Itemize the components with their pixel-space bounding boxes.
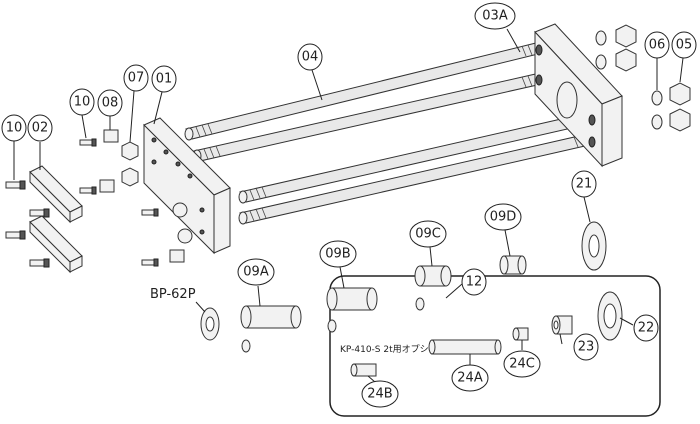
callout-21: 21 bbox=[571, 170, 597, 198]
callout-09c: 09C bbox=[409, 220, 447, 248]
svg-text:23: 23 bbox=[578, 340, 595, 355]
callout-24b: 24B bbox=[361, 380, 399, 408]
callout-09a: 09A bbox=[237, 258, 275, 286]
cylinder-09c bbox=[414, 265, 452, 311]
svg-text:09C: 09C bbox=[415, 227, 441, 242]
callout-03a: 03A bbox=[474, 2, 516, 30]
callout-10-left: 10 bbox=[1, 114, 27, 142]
tie-rod-3 bbox=[238, 111, 599, 204]
svg-text:22: 22 bbox=[638, 321, 655, 336]
part-22 bbox=[597, 291, 623, 341]
callout-24a: 24A bbox=[451, 364, 489, 392]
callout-22: 22 bbox=[633, 314, 659, 342]
part-23 bbox=[551, 315, 573, 335]
callout-08: 08 bbox=[97, 89, 123, 117]
svg-text:10: 10 bbox=[6, 121, 23, 136]
cylinder-09d bbox=[499, 255, 527, 275]
svg-text:04: 04 bbox=[302, 50, 319, 65]
ring-21 bbox=[581, 221, 607, 271]
spacers-08 bbox=[99, 129, 185, 263]
svg-text:01: 01 bbox=[156, 72, 173, 87]
callout-07: 07 bbox=[123, 64, 149, 92]
tie-rods bbox=[184, 41, 599, 225]
bar-02-lower bbox=[29, 215, 83, 274]
svg-text:10: 10 bbox=[74, 95, 91, 110]
callout-12: 12 bbox=[461, 268, 487, 296]
callout-09d: 09D bbox=[484, 203, 522, 231]
svg-text:07: 07 bbox=[128, 71, 145, 86]
callout-10-center: 10 bbox=[69, 88, 95, 116]
svg-text:24A: 24A bbox=[457, 371, 483, 386]
svg-text:24B: 24B bbox=[367, 387, 392, 402]
svg-text:08: 08 bbox=[102, 96, 119, 111]
part-24a bbox=[428, 339, 502, 355]
part-24c bbox=[512, 327, 529, 341]
nuts-05 bbox=[615, 24, 691, 132]
bp62p-label: BP-62P bbox=[150, 287, 196, 302]
callout-02: 02 bbox=[27, 114, 53, 142]
bp62p-part bbox=[200, 307, 220, 341]
part-24b bbox=[350, 363, 377, 377]
svg-text:09A: 09A bbox=[243, 265, 269, 280]
callout-05: 05 bbox=[671, 31, 697, 59]
nuts-07 bbox=[121, 141, 139, 187]
callout-09b: 09B bbox=[319, 240, 357, 268]
cylinder-09b bbox=[326, 287, 378, 333]
callout-06: 06 bbox=[644, 31, 670, 59]
svg-text:24C: 24C bbox=[509, 357, 535, 372]
svg-text:03A: 03A bbox=[482, 9, 508, 24]
bar-02-upper bbox=[29, 165, 83, 224]
svg-text:12: 12 bbox=[466, 275, 483, 290]
svg-text:09D: 09D bbox=[490, 210, 517, 225]
svg-text:09B: 09B bbox=[325, 247, 350, 262]
svg-text:05: 05 bbox=[676, 38, 693, 53]
washers-06 bbox=[595, 30, 663, 130]
tie-rod-4 bbox=[238, 132, 599, 225]
callout-23: 23 bbox=[573, 333, 599, 361]
bolts-left bbox=[5, 138, 159, 268]
callout-04: 04 bbox=[297, 43, 323, 71]
option-set-frame bbox=[329, 275, 661, 417]
svg-text:02: 02 bbox=[32, 121, 49, 136]
leader-lines bbox=[13, 28, 684, 383]
plate-03a bbox=[534, 23, 623, 168]
plate-01 bbox=[143, 117, 231, 255]
svg-text:21: 21 bbox=[576, 177, 593, 192]
cylinder-09a bbox=[240, 305, 302, 353]
callout-24c: 24C bbox=[503, 350, 541, 378]
callout-01: 01 bbox=[151, 65, 177, 93]
option-set-label: KP-410-S 2t用オプションパーツセット bbox=[340, 344, 500, 355]
svg-text:06: 06 bbox=[649, 38, 666, 53]
